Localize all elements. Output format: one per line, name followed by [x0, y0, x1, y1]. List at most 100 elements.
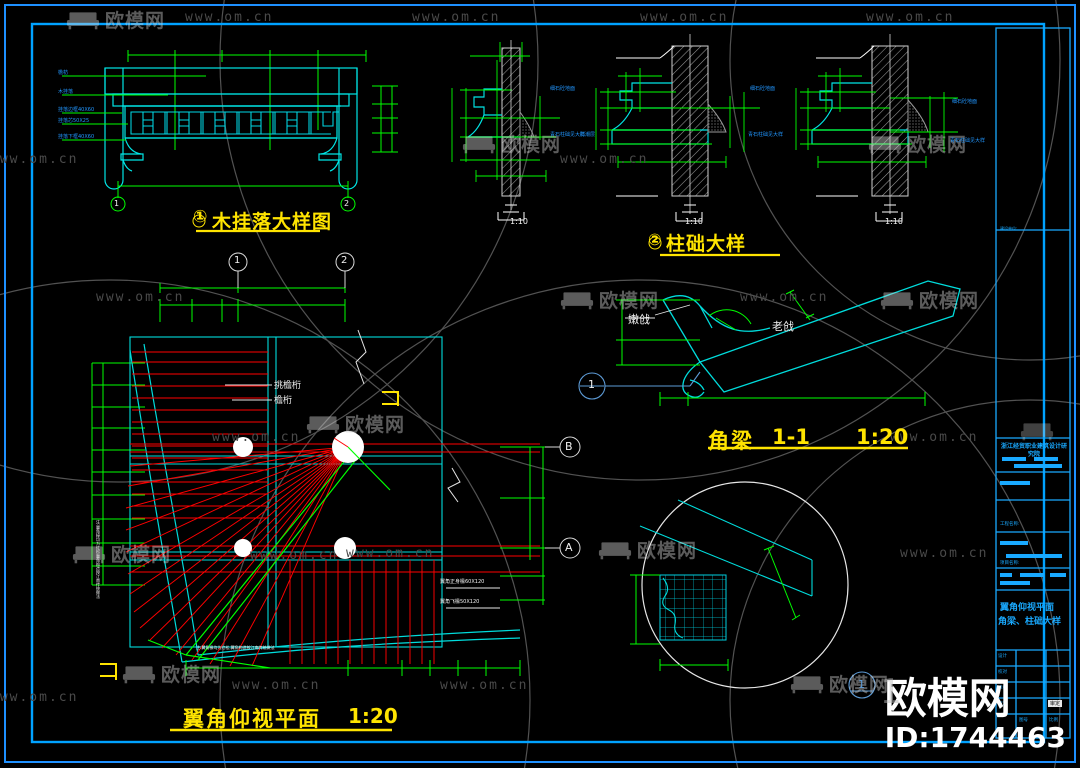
plan-corner-eave	[91, 252, 581, 732]
watermark-brand: 欧模网	[599, 290, 660, 312]
leader-label-yanheng: 檐桁	[274, 396, 293, 406]
grid-bubble-2: 2	[344, 199, 350, 208]
watermark-logo: 欧模网	[790, 670, 889, 697]
watermark-url: www.om.cn	[560, 152, 649, 167]
watermark-logo: 欧模网	[72, 540, 171, 567]
column-base-a	[451, 40, 560, 221]
detail1-bubble: ①	[193, 207, 208, 227]
detail2-title: 柱础大样	[666, 233, 747, 255]
watermark-url: www.om.cn	[212, 430, 301, 445]
leader-label-guaLuo: 木挂落	[58, 89, 74, 95]
detail2-bubble: ②	[648, 230, 662, 249]
sofa-icon	[1020, 423, 1054, 441]
watermark-url: www.om.cn	[866, 10, 955, 25]
sheet-frame	[4, 4, 1076, 763]
watermark-brand: 欧模网	[161, 664, 222, 686]
titleblock-label-design: 设计	[998, 654, 1007, 659]
column-base-c	[648, 34, 958, 257]
watermark-brand: 欧模网	[501, 134, 562, 156]
watermark-url: www.om.cn	[0, 152, 79, 167]
watermark-url: www.om.cn	[250, 548, 339, 563]
leader-label-mortar: 防潮层	[580, 132, 596, 138]
watermark-url: www.om.cn	[440, 678, 529, 693]
beam-section-bubble: 1	[588, 378, 595, 391]
watermark-logo: 欧模网	[66, 6, 165, 33]
beam-scale: 1:20	[856, 425, 909, 449]
grid-bubble-1: 1	[114, 199, 120, 208]
watermark-url: www.om.cn	[900, 546, 989, 561]
leader-label-rafter-fly: 翼角飞椽50X120	[440, 599, 480, 605]
watermark-brand: 欧模网	[919, 290, 980, 312]
watermark-url: www.om.cn	[0, 690, 79, 705]
beam-section	[578, 280, 961, 450]
beam-section: 1-1	[772, 425, 810, 449]
titleblock-col-header-scale: 比例	[1049, 718, 1058, 723]
titleblock-approval: 审定	[1048, 700, 1063, 707]
titleblock-label-check: 校对	[998, 670, 1007, 675]
watermark-url: www.om.cn	[412, 10, 501, 25]
plan-grid-A: A	[565, 541, 573, 554]
leader-label-laoqiang: 老戗	[772, 320, 794, 333]
leader-label-base: 青石柱础见大样	[950, 138, 986, 144]
sofa-icon	[868, 135, 902, 153]
detail-wood-fascia	[62, 50, 398, 233]
watermark-logo: 欧模网	[868, 130, 967, 157]
scale-mid: 1:10	[685, 217, 703, 226]
watermark-brand: 欧模网	[111, 544, 172, 566]
watermark-url: www.om.cn	[640, 10, 729, 25]
sofa-icon	[462, 135, 496, 153]
sofa-icon	[560, 291, 594, 309]
sofa-icon	[306, 415, 340, 433]
title-block-fills	[1000, 457, 1066, 585]
watermark-brand: 欧模网	[829, 674, 890, 696]
titleblock-row-label: 项目名称:	[1000, 561, 1020, 566]
leader-label-floor: 细石砼地面	[550, 86, 576, 92]
scale-left: 1:10	[510, 217, 528, 226]
watermark-brand: 欧模网	[637, 540, 698, 562]
circle-detail	[630, 481, 876, 699]
watermark-brand: 欧模网	[345, 414, 406, 436]
titleblock-drawing-title-1: 翼角仰视平面	[1000, 603, 1055, 613]
rafter-fan	[125, 446, 349, 667]
leader-label-floor: 细石砼地面	[750, 86, 776, 92]
scale-right: 1:10	[885, 217, 903, 226]
titleblock-col-header-num: 图号	[1019, 718, 1028, 723]
watermark-logo: 欧模网	[598, 536, 697, 563]
watermark-url: www.om.cn	[346, 546, 435, 561]
sofa-icon	[880, 291, 914, 309]
detail1-title: 木挂落大样图	[212, 211, 333, 233]
titleblock-label-review: 审核	[998, 686, 1007, 691]
plan-side-note: 注:翼角椽均为红松,翼角构造按江南传统做法	[96, 520, 101, 599]
sofa-icon	[122, 665, 156, 683]
title-block	[995, 27, 1071, 739]
titleblock-row-label: 工程名称:	[1000, 522, 1020, 527]
leader-label-base: 青石柱础见大样	[748, 132, 784, 138]
watermark-url: www.om.cn	[185, 10, 274, 25]
sofa-icon	[790, 675, 824, 693]
sofa-icon	[598, 541, 632, 559]
titleblock-company: 浙江经贸职业建筑设计研究院	[1000, 443, 1067, 458]
titleblock-row-label: 建设单位:	[1000, 226, 1018, 231]
leader-label-floor: 细石砼地面	[952, 99, 978, 105]
watermark-logo	[1020, 420, 1054, 442]
brand-watermark-id: ID:1744463	[884, 721, 1066, 754]
plan-grid-2: 2	[341, 255, 348, 266]
watermark-logo: 欧模网	[462, 130, 561, 157]
leader-label-frame: 挂落边框40X60	[58, 107, 95, 113]
plan-title: 翼角仰视平面	[183, 707, 321, 731]
watermark-url: www.om.cn	[740, 290, 829, 305]
watermark-url: www.om.cn	[96, 290, 185, 305]
leader-label-core: 挂落芯50X25	[58, 118, 90, 124]
plan-grid-B: B	[565, 440, 573, 453]
watermark-logo: 欧模网	[560, 286, 659, 313]
watermark-logo: 欧模网	[122, 660, 221, 687]
watermark-logo: 欧模网	[880, 286, 979, 313]
watermark-brand: 欧模网	[105, 10, 166, 32]
sofa-icon	[72, 545, 106, 563]
titleblock-drawing-title-2: 角梁、柱础大样	[998, 617, 1062, 627]
watermark-url: www.om.cn	[890, 430, 979, 445]
titleblock-label-approve: 审定	[998, 702, 1007, 707]
